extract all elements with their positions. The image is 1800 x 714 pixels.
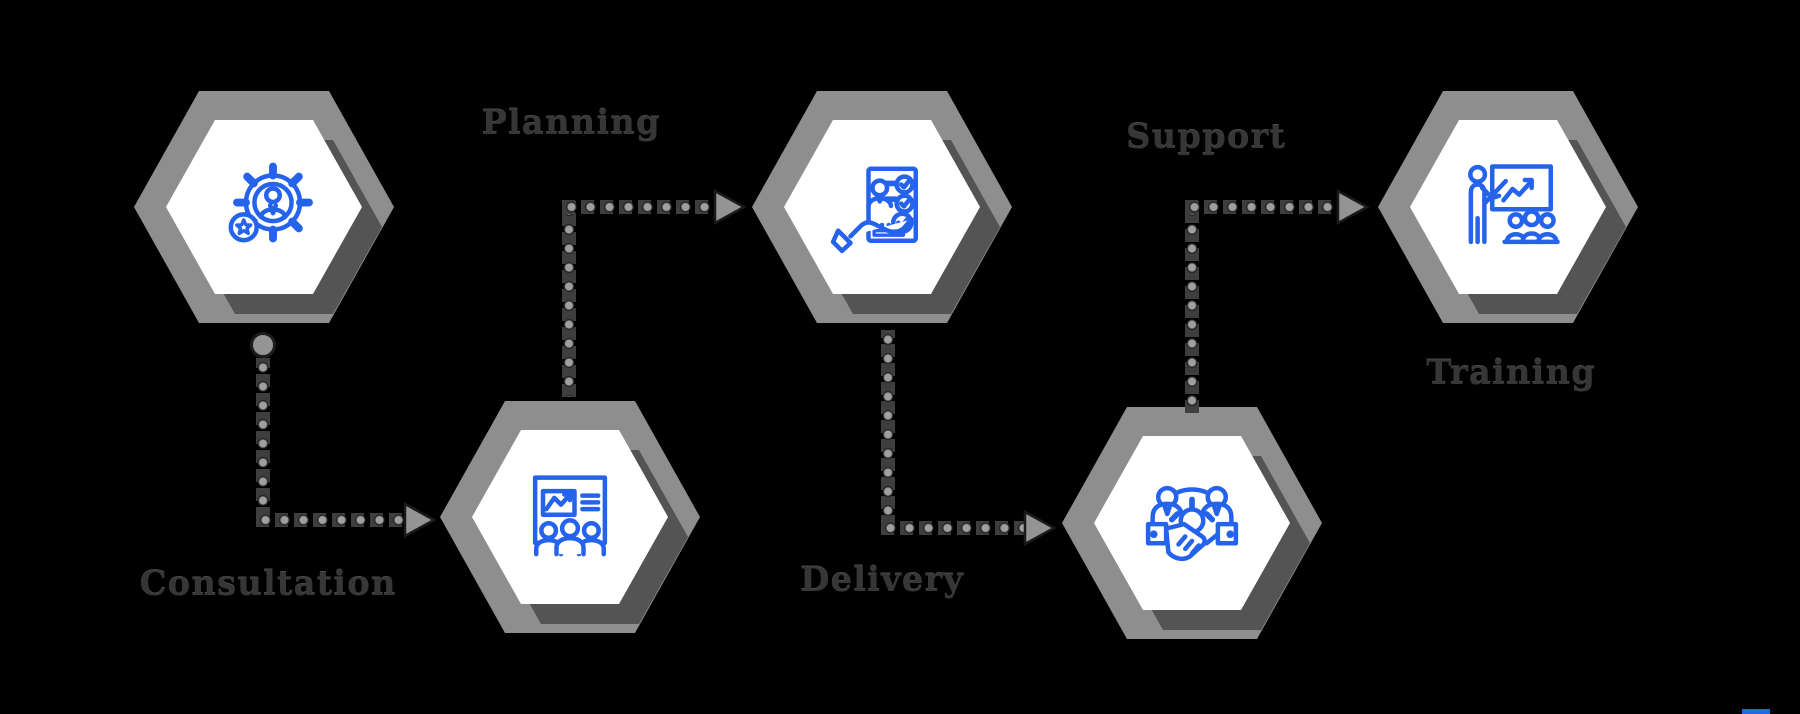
connector-2-arrowhead <box>713 188 747 226</box>
connector-1-horizontal-dotted-line <box>256 513 404 527</box>
step-label-support: Support <box>1125 117 1287 157</box>
step-label-planning: Planning <box>481 103 661 143</box>
step-node-consultation <box>134 91 394 323</box>
step-label-training: Training <box>1426 353 1596 393</box>
connector-3-horizontal-dotted-line <box>881 521 1025 535</box>
support-handshake-icon <box>1145 485 1239 562</box>
step-node-delivery <box>752 91 1012 323</box>
delivery-checklist-hand-icon <box>830 166 918 254</box>
planning-presentation-chart-icon <box>532 475 608 557</box>
connector-2-horizontal-dotted-line <box>562 200 714 214</box>
step-node-training <box>1378 91 1638 323</box>
consultation-gear-user-icon <box>228 162 313 243</box>
training-whiteboard-icon <box>1468 164 1560 245</box>
connector-4-vertical-dotted-line <box>1185 201 1199 413</box>
connector-1-arrowhead <box>403 501 437 539</box>
connector-3-arrowhead <box>1023 509 1057 547</box>
corner-accent-bar <box>1742 709 1770 714</box>
step-node-planning <box>440 401 700 633</box>
step-node-support <box>1062 407 1322 639</box>
connector-2-vertical-dotted-line <box>562 201 576 397</box>
connector-4-arrowhead <box>1336 188 1370 226</box>
connector-start-dot <box>250 332 276 358</box>
hex-inner-panel <box>784 120 980 294</box>
connector-1-vertical-dotted-line <box>256 358 270 520</box>
connector-3-vertical-dotted-line <box>881 330 895 528</box>
step-label-consultation: Consultation <box>139 564 397 604</box>
connector-4-horizontal-dotted-line <box>1185 200 1337 214</box>
step-label-delivery: Delivery <box>799 560 965 600</box>
